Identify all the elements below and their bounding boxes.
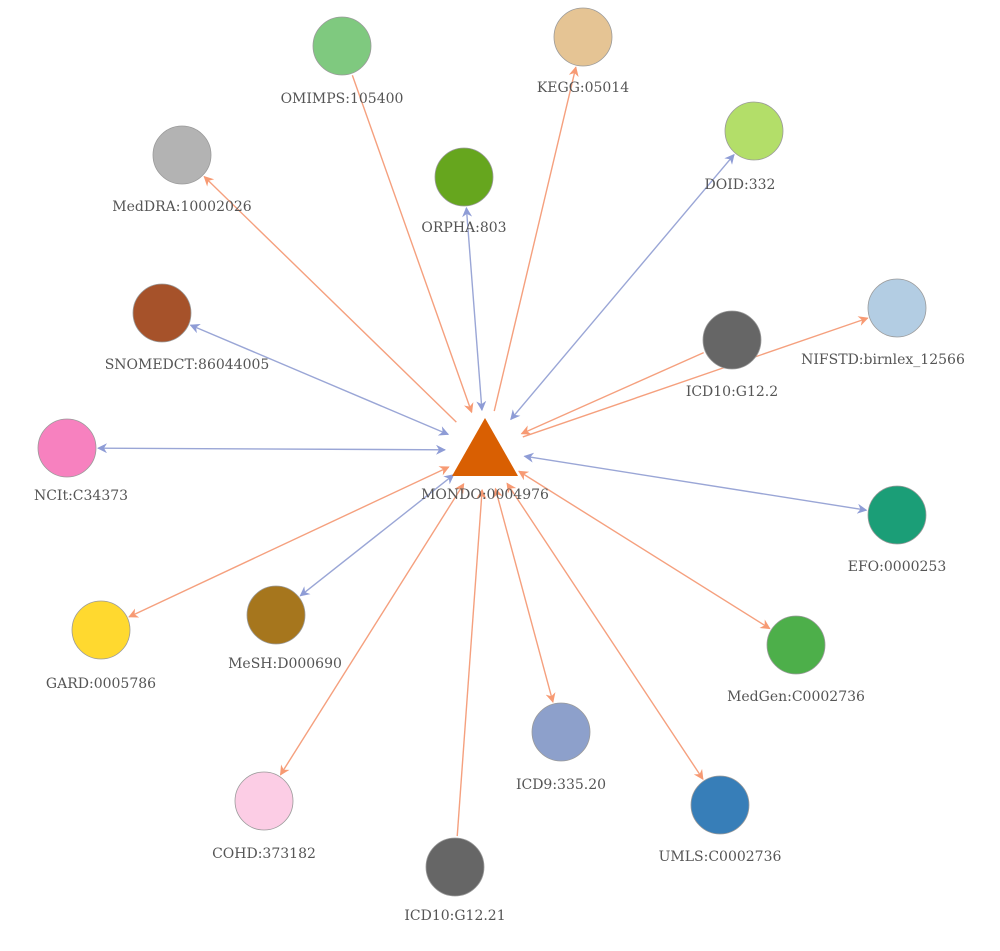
edges-layer xyxy=(96,66,869,837)
edge-snomed xyxy=(189,324,450,436)
node-circle-medgen[interactable] xyxy=(766,615,826,675)
node-umls[interactable]: UMLS:C0002736 xyxy=(659,775,782,865)
node-label-cohd: COHD:373182 xyxy=(212,846,316,862)
node-circle-meddra[interactable] xyxy=(152,125,212,185)
node-circle-snomed[interactable] xyxy=(132,283,192,343)
node-snomed[interactable]: SNOMEDCT:86044005 xyxy=(105,283,270,373)
node-label-icd10b: ICD10:G12.21 xyxy=(404,908,505,924)
node-circle-efo[interactable] xyxy=(867,485,927,545)
edge-omimps xyxy=(351,74,474,414)
node-circle-ncit[interactable] xyxy=(37,418,97,478)
node-label-omimps: OMIMPS:105400 xyxy=(281,91,404,107)
edge-orpha xyxy=(462,206,487,412)
node-label-doid: DOID:332 xyxy=(705,177,776,193)
node-label-medgen: MedGen:C0002736 xyxy=(727,689,865,705)
edge-icd10a xyxy=(520,351,704,435)
node-circle-kegg[interactable] xyxy=(553,7,613,67)
node-label-icd10a: ICD10:G12.2 xyxy=(686,384,778,400)
node-omimps[interactable]: OMIMPS:105400 xyxy=(281,16,404,107)
node-label-kegg: KEGG:05014 xyxy=(537,80,629,96)
edge-doid xyxy=(510,153,735,421)
node-icd9[interactable]: ICD9:335.20 xyxy=(516,702,606,793)
edge-efo xyxy=(523,452,868,514)
edge-nifstd xyxy=(522,316,869,438)
center-triangle-icon[interactable] xyxy=(452,418,518,476)
edge-icd9 xyxy=(492,487,556,704)
node-circle-orpha[interactable] xyxy=(434,147,494,207)
node-circle-umls[interactable] xyxy=(690,775,750,835)
node-doid[interactable]: DOID:332 xyxy=(705,101,784,193)
edge-umls xyxy=(506,482,704,780)
node-label-efo: EFO:0000253 xyxy=(848,559,946,575)
edge-ncit xyxy=(96,443,447,455)
node-gard[interactable]: GARD:0005786 xyxy=(46,600,156,692)
node-label-mesh: MeSH:D000690 xyxy=(228,656,342,672)
node-label-umls: UMLS:C0002736 xyxy=(659,849,782,865)
node-nifstd[interactable]: NIFSTD:birnlex_12566 xyxy=(801,278,965,368)
node-cohd[interactable]: COHD:373182 xyxy=(212,771,316,862)
node-orpha[interactable]: ORPHA:803 xyxy=(421,147,507,236)
node-circle-mesh[interactable] xyxy=(246,585,306,645)
node-label-nifstd: NIFSTD:birnlex_12566 xyxy=(801,352,965,368)
edge-medgen xyxy=(518,470,771,630)
node-label-gard: GARD:0005786 xyxy=(46,676,156,692)
edge-kegg xyxy=(493,66,579,412)
node-efo[interactable]: EFO:0000253 xyxy=(848,485,946,575)
nodes-layer: OMIMPS:105400 KEGG:05014DOID:332MedDRA:10… xyxy=(34,7,965,924)
edge-cohd xyxy=(279,483,465,776)
node-ncit[interactable]: NCIt:C34373 xyxy=(34,418,128,504)
node-circle-icd10a[interactable] xyxy=(702,310,762,370)
node-label-icd9: ICD9:335.20 xyxy=(516,777,606,793)
node-kegg[interactable]: KEGG:05014 xyxy=(537,7,629,96)
node-circle-cohd[interactable] xyxy=(234,771,294,831)
node-circle-omimps[interactable] xyxy=(312,16,372,76)
center-node[interactable]: MONDO:0004976 xyxy=(421,418,549,503)
node-circle-icd10b[interactable] xyxy=(425,837,485,897)
node-meddra[interactable]: MedDRA:10002026 xyxy=(112,125,252,215)
node-label-snomed: SNOMEDCT:86044005 xyxy=(105,357,270,373)
node-icd10a[interactable]: ICD10:G12.2 xyxy=(686,310,778,400)
node-label-ncit: NCIt:C34373 xyxy=(34,488,128,504)
edge-icd10b xyxy=(456,488,487,837)
center-node-label: MONDO:0004976 xyxy=(421,487,549,503)
node-label-orpha: ORPHA:803 xyxy=(421,220,506,236)
node-mesh[interactable]: MeSH:D000690 xyxy=(228,585,342,672)
node-circle-nifstd[interactable] xyxy=(867,278,927,338)
node-medgen[interactable]: MedGen:C0002736 xyxy=(727,615,865,705)
node-label-meddra: MedDRA:10002026 xyxy=(112,199,252,215)
node-circle-gard[interactable] xyxy=(71,600,131,660)
node-circle-doid[interactable] xyxy=(724,101,784,161)
node-circle-icd9[interactable] xyxy=(531,702,591,762)
node-icd10b[interactable]: ICD10:G12.21 xyxy=(404,837,506,924)
